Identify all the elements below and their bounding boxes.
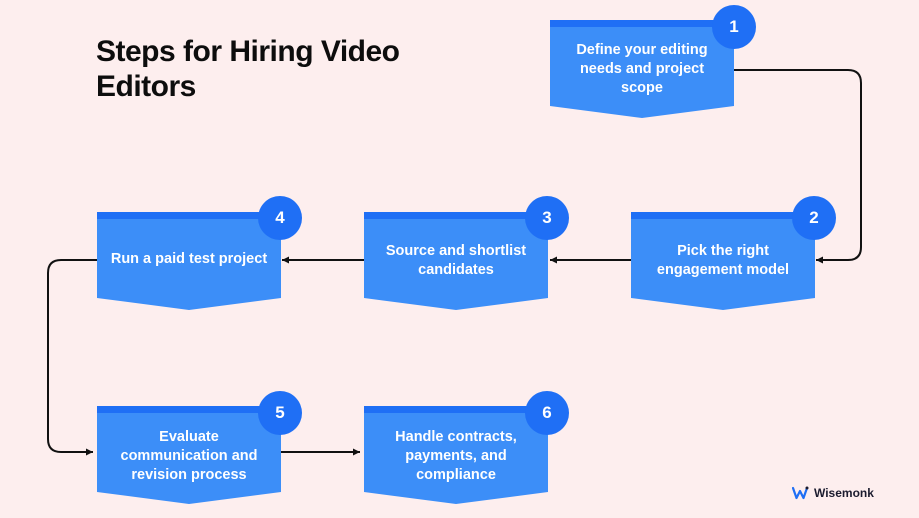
step-2-badge: 2 [792,196,836,240]
step-box-shape [97,212,281,310]
step-3-badge: 3 [525,196,569,240]
wisemonk-logo-icon [792,486,809,500]
brand-logo: Wisemonk [792,486,874,500]
step-5-box: Evaluate communication and revision proc… [97,406,281,504]
step-1-text: Define your editing needs and project sc… [576,41,708,96]
step-4-badge: 4 [258,196,302,240]
step-1-box: Define your editing needs and project sc… [550,20,734,118]
step-box-shape [97,406,281,504]
step-4-box: Run a paid test project [97,212,281,310]
step-6-text: Handle contracts, payments, and complian… [395,428,517,483]
step-box-shape [550,20,734,118]
step-box-shape [631,212,815,310]
step-6-box: Handle contracts, payments, and complian… [364,406,548,504]
step-5-badge: 5 [258,391,302,435]
step-1-badge: 1 [712,5,756,49]
step-box-shape [364,406,548,504]
step-3-text: Source and shortlist candidates [385,243,527,278]
step-box-shape [364,212,548,310]
connector-4-to-5 [47,259,97,456]
step-5-text: Evaluate communication and revision proc… [120,428,258,483]
brand-name: Wisemonk [814,486,874,500]
connector-1-to-2 [733,69,862,264]
page-title: Steps for Hiring Video Editors [96,35,400,103]
step-2-box: Pick the right engagement model [631,212,815,310]
step-2-text: Pick the right engagement model [656,243,790,278]
step-4-text: Run a paid test project [110,250,268,267]
step-3-box: Source and shortlist candidates [364,212,548,310]
step-6-badge: 6 [525,391,569,435]
